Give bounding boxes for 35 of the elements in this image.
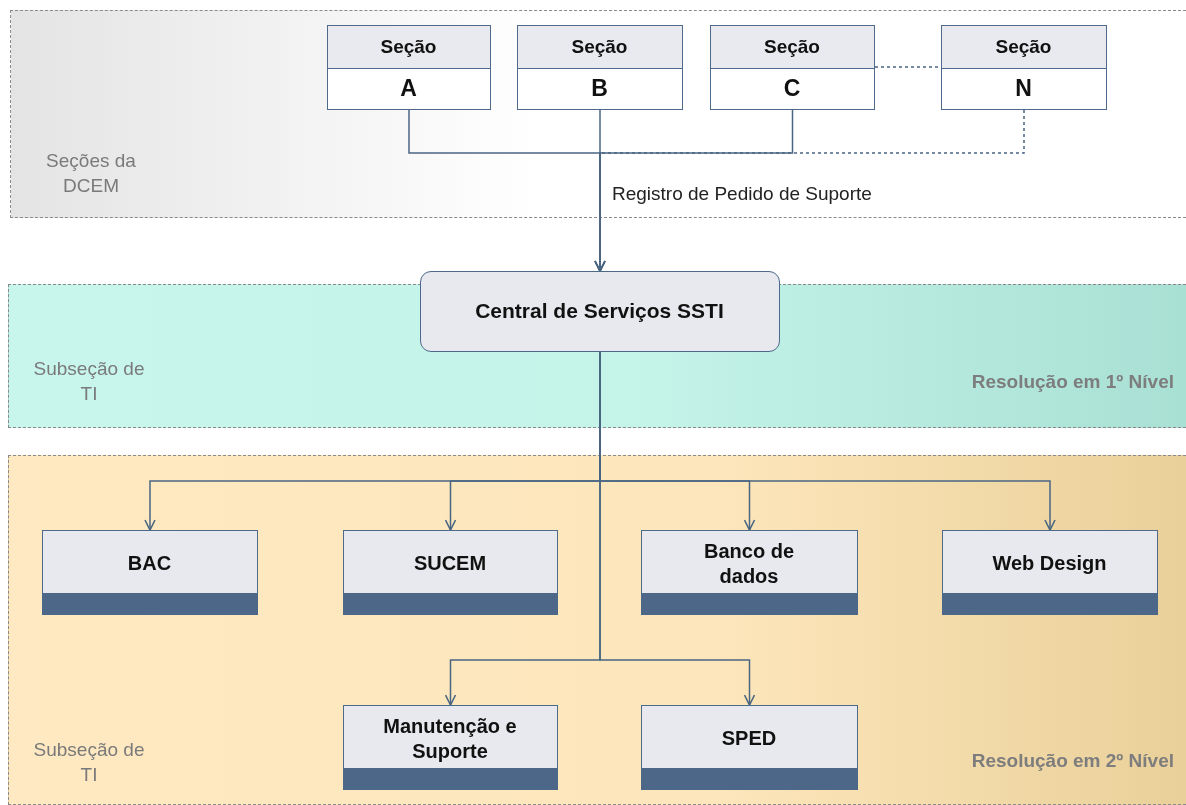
section-band [8,455,1186,805]
box-heading: Seção [941,25,1106,69]
section-box [940,24,1107,110]
section-box [516,24,683,110]
level-label: Resolução em 1º Nível [970,370,1174,394]
level-label: Resolução em 2º Nível [970,749,1174,773]
team-box [342,704,558,790]
arrow [594,109,606,272]
section-box [326,24,491,110]
section-letter: B [590,74,609,103]
edge-label: Registro de Pedido de Suporte [612,183,872,205]
band-label: Subseção de TI [32,738,146,787]
box-title: BAC [127,551,172,576]
section-letter: C [782,74,802,103]
band-label: Subseção de TI [32,357,146,406]
team-box [640,704,858,790]
box-title: SPED [721,726,777,751]
team-box [342,529,558,615]
box-title: Manutenção e Suporte [382,713,518,764]
team-box [640,529,858,615]
box-title: Banco de dados [703,538,795,589]
box-title: SUCEM [413,551,487,576]
box-title: Web Design [992,551,1107,576]
box-title: Central de Serviços SSTI [475,299,724,323]
team-box [941,529,1158,615]
box-heading: Seção [327,25,490,69]
band-label: Seções da DCEM [45,149,137,198]
section-band [10,10,1186,218]
box-heading: Seção [517,25,682,69]
service-desk-box [419,270,780,352]
section-letter: N [1014,74,1033,103]
section-box [709,24,875,110]
team-box [41,529,258,615]
section-letter: A [399,74,418,103]
box-heading: Seção [710,25,874,69]
